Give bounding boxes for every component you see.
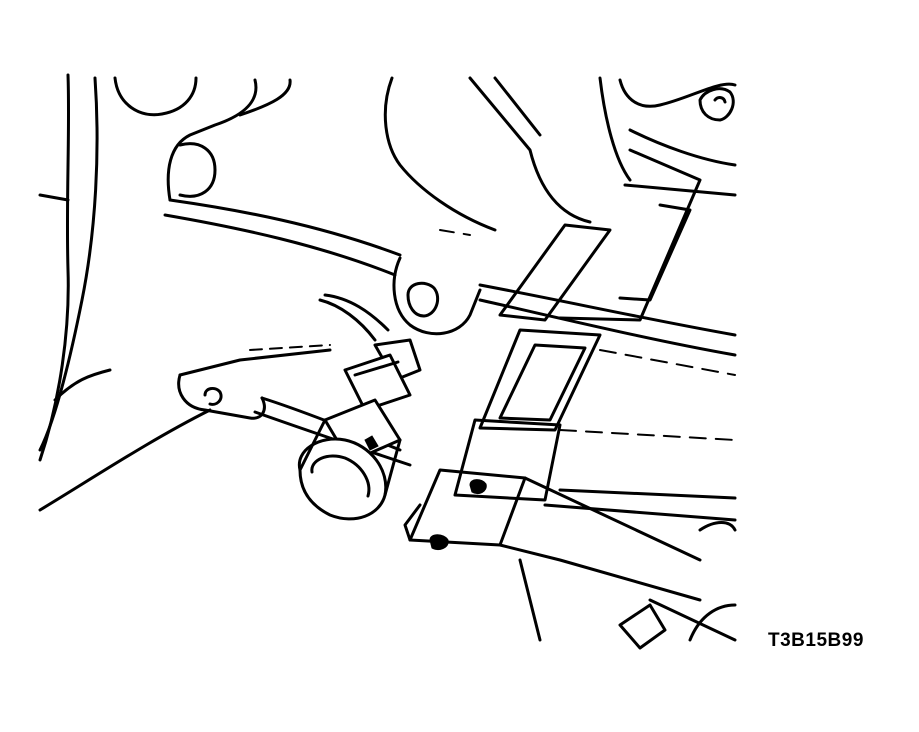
sensor-connector [297, 293, 422, 521]
cross-member [38, 198, 737, 522]
upper-housing [383, 76, 737, 232]
left-housing [38, 73, 292, 462]
figure-code: T3B15B99 [768, 630, 864, 651]
lower-right-housing [518, 521, 737, 650]
vertical-bracket [403, 148, 737, 602]
mounting-tab [392, 256, 482, 336]
